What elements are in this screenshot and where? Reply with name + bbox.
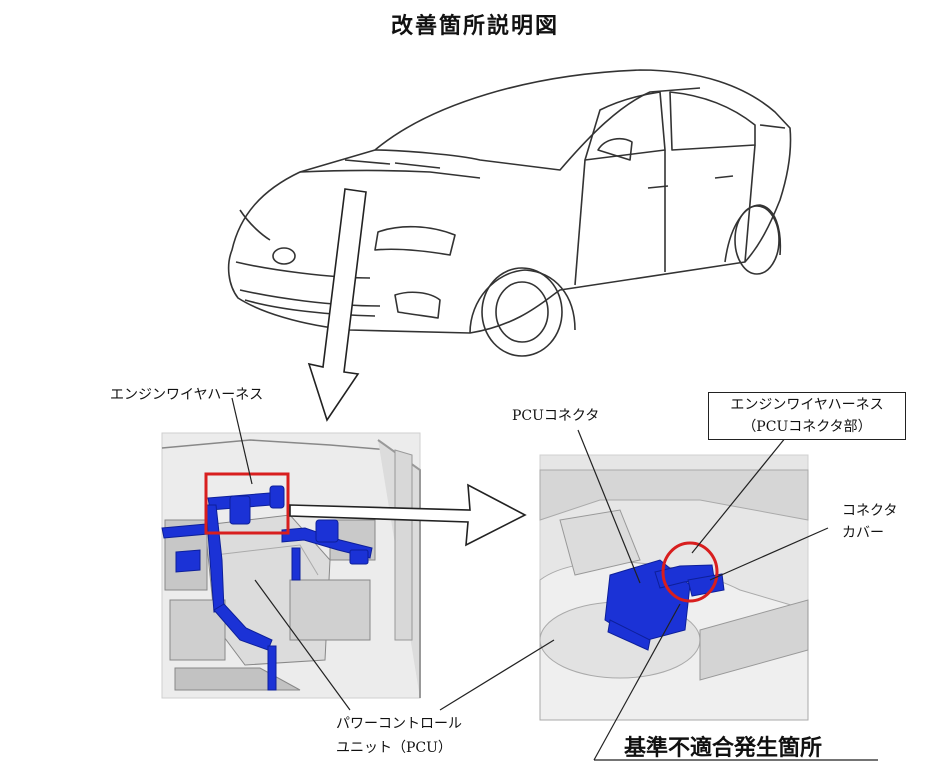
- label-pcu-line1: パワーコントロール: [336, 716, 462, 732]
- label-connector-cover-line2: カバー: [842, 525, 884, 541]
- label-pcu-line2: ユニット（PCU）: [336, 740, 452, 756]
- label-connector-cover-line1: コネクタ: [842, 503, 898, 519]
- harness-highlight-box: [204, 472, 290, 535]
- label-connector-cover: コネクタ カバー: [842, 500, 897, 544]
- arrow-car-to-engine: [307, 188, 367, 422]
- label-engine-wire-harness: エンジンワイヤハーネス: [110, 387, 264, 403]
- label-pcu-connector: PCUコネクタ: [512, 408, 600, 424]
- leader-lines: [231, 397, 878, 761]
- label-harness-connector-part: エンジンワイヤハーネス （PCUコネクタ部）: [708, 392, 906, 440]
- diagram-title: 改善箇所説明図: [390, 13, 559, 39]
- label-harness-connector-part-line2: （PCUコネクタ部）: [742, 419, 872, 435]
- arrow-zoom: [289, 483, 527, 547]
- label-harness-connector-part-line1: エンジンワイヤハーネス: [730, 397, 884, 413]
- label-power-control-unit: パワーコントロール ユニット（PCU）: [336, 712, 462, 760]
- connector-highlight-circle: [661, 541, 719, 603]
- label-nonconformity-location: 基準不適合発生箇所: [624, 736, 823, 761]
- car-illustration: [227, 69, 792, 357]
- engine-bay-panel: [161, 432, 421, 699]
- pcu-closeup-panel: [539, 454, 809, 721]
